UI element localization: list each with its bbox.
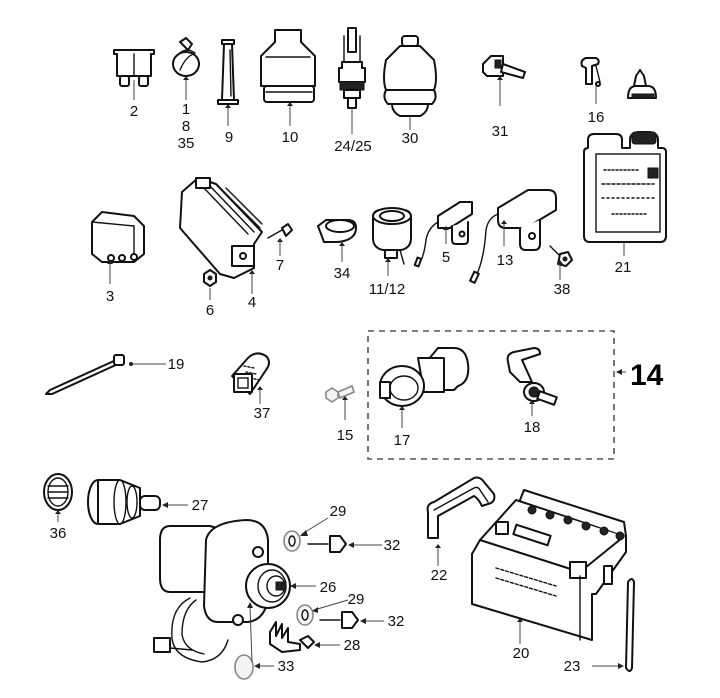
callout-27: 27 bbox=[192, 497, 209, 514]
callout-1: 1 bbox=[182, 101, 190, 118]
part-lock[interactable]: 18 bbox=[506, 347, 558, 436]
part-clamp-34[interactable]: 34 bbox=[317, 219, 357, 282]
part-starter-drive[interactable]: 27 bbox=[87, 479, 209, 525]
callout-21: 21 bbox=[615, 259, 632, 276]
callout-30: 30 bbox=[402, 130, 419, 147]
callout-6: 6 bbox=[206, 302, 214, 319]
callout-29b: 29 bbox=[348, 591, 365, 608]
callout-35: 35 bbox=[178, 135, 195, 152]
callout-19: 19 bbox=[168, 356, 185, 373]
callout-24-25: 24/25 bbox=[334, 138, 372, 155]
callout-7: 7 bbox=[276, 257, 284, 274]
part-ignition-switch[interactable]: 17 bbox=[379, 347, 470, 449]
group-label-14[interactable]: 14 bbox=[630, 359, 664, 392]
part-hose-clip[interactable]: 1 8 35 bbox=[172, 37, 200, 152]
callout-32a: 32 bbox=[384, 537, 401, 554]
callout-18: 18 bbox=[524, 419, 541, 436]
callout-16: 16 bbox=[588, 109, 605, 126]
part-sensor-13[interactable]: 13 bbox=[469, 189, 557, 284]
callout-22: 22 bbox=[431, 567, 448, 584]
part-nut[interactable]: 6 bbox=[203, 269, 217, 319]
part-bolt-15[interactable]: 15 bbox=[325, 384, 355, 444]
part-battery[interactable]: 20 bbox=[471, 489, 627, 662]
part-horn[interactable]: 11/12 bbox=[369, 207, 412, 298]
callout-26: 26 bbox=[320, 579, 337, 596]
callout-5: 5 bbox=[442, 249, 450, 266]
callout-36: 36 bbox=[50, 525, 67, 542]
group-14-box bbox=[367, 330, 615, 460]
callout-10: 10 bbox=[282, 129, 299, 146]
part-sensor-5[interactable]: 5 bbox=[413, 201, 473, 268]
callout-28: 28 bbox=[344, 637, 361, 654]
callout-31: 31 bbox=[492, 123, 509, 140]
callout-15: 15 bbox=[337, 427, 354, 444]
callout-29a: 29 bbox=[330, 503, 347, 520]
callout-33: 33 bbox=[278, 658, 295, 675]
part-bolt-32a[interactable]: 32 bbox=[307, 535, 401, 554]
group-14: 14 bbox=[367, 330, 664, 460]
part-rubber-boot[interactable]: 10 bbox=[260, 29, 316, 146]
part-brake-switch[interactable]: 24/25 bbox=[334, 27, 372, 155]
part-washer-29a[interactable]: 29 bbox=[283, 503, 347, 552]
part-vent-hose[interactable]: 23 bbox=[564, 578, 635, 675]
part-regulator[interactable]: 4 bbox=[179, 177, 263, 311]
part-screw-7[interactable]: 7 bbox=[267, 223, 293, 274]
part-oil-bottle[interactable]: 21 bbox=[583, 69, 667, 276]
part-washer-29b[interactable]: 29 bbox=[296, 591, 365, 626]
part-battery-strap[interactable]: 22 bbox=[426, 476, 496, 585]
part-clip-16[interactable]: 16 bbox=[580, 57, 605, 126]
part-relay[interactable]: 3 bbox=[91, 211, 145, 305]
part-switch-37[interactable]: 37 bbox=[231, 352, 271, 422]
part-bolt-38[interactable]: 38 bbox=[549, 245, 573, 298]
callout-34: 34 bbox=[334, 265, 351, 282]
callout-23: 23 bbox=[564, 658, 581, 675]
part-fuse[interactable]: 2 bbox=[113, 49, 155, 120]
part-starter-motor[interactable]: 26 bbox=[153, 519, 337, 663]
callout-2: 2 bbox=[130, 103, 138, 120]
part-fuse-holder[interactable]: 9 bbox=[217, 39, 239, 146]
part-brush-holder[interactable]: 28 bbox=[269, 621, 361, 654]
part-o-ring[interactable]: 33 bbox=[234, 602, 295, 680]
callout-37: 37 bbox=[254, 405, 271, 422]
callout-17: 17 bbox=[394, 432, 411, 449]
callout-9: 9 bbox=[225, 129, 233, 146]
callout-20: 20 bbox=[513, 645, 530, 662]
callout-38: 38 bbox=[554, 281, 571, 298]
callout-3: 3 bbox=[106, 288, 114, 305]
part-spring[interactable]: 36 bbox=[43, 473, 73, 542]
callout-13: 13 bbox=[497, 252, 514, 269]
part-connector-31[interactable]: 31 bbox=[482, 55, 526, 140]
callout-32b: 32 bbox=[388, 613, 405, 630]
part-cable-tie[interactable]: 19 bbox=[45, 354, 185, 395]
callout-4: 4 bbox=[248, 294, 256, 311]
callout-8: 8 bbox=[182, 118, 190, 135]
part-horn-cover[interactable]: 30 bbox=[383, 35, 437, 147]
part-bolt-32b[interactable]: 32 bbox=[319, 611, 405, 630]
callout-11-12: 11/12 bbox=[369, 281, 405, 298]
